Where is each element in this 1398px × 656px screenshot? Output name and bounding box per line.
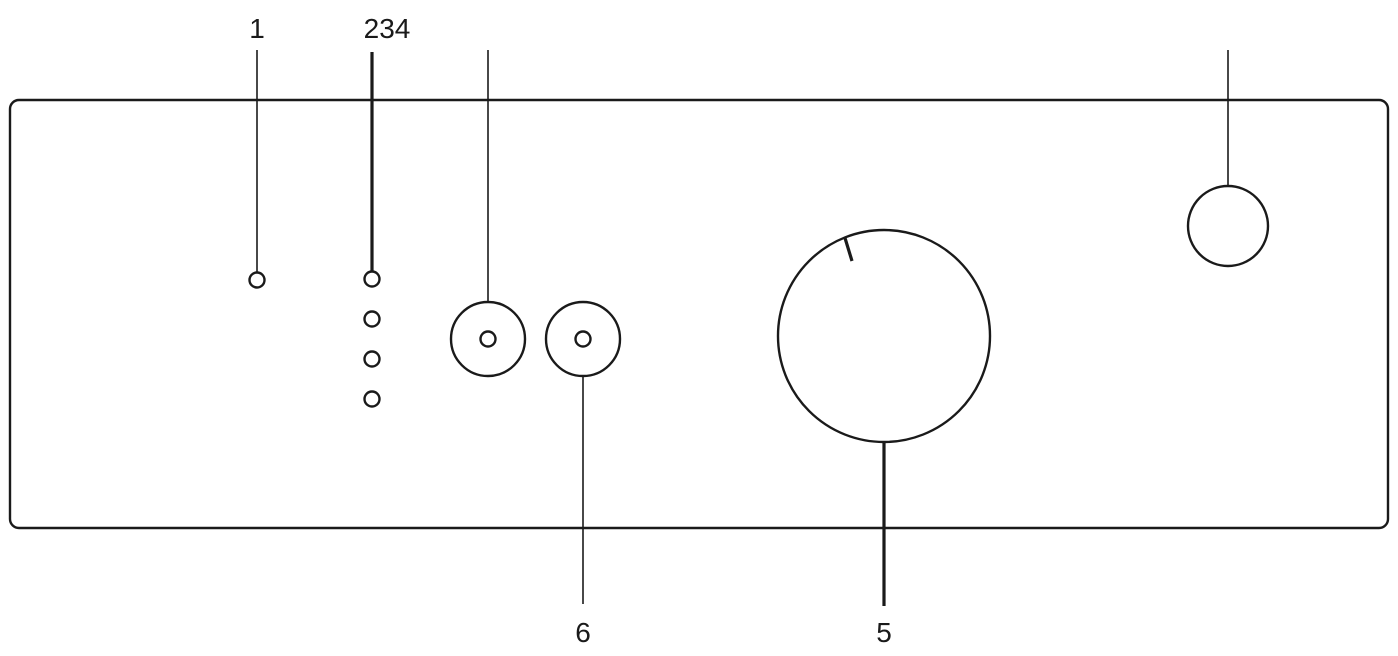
indicator-led-4 [363, 390, 381, 408]
jack-right-inner [574, 330, 592, 348]
jack-right-outer [544, 300, 622, 378]
volume-knob [776, 228, 992, 444]
jack-left-inner [479, 330, 497, 348]
callout-label-234: 234 [364, 13, 411, 44]
jack-left-outer [449, 300, 527, 378]
power-button [1186, 184, 1270, 268]
callout-label-6: 6 [575, 617, 591, 648]
callout-label-1: 1 [249, 13, 265, 44]
volume-knob-marker [843, 237, 854, 262]
front-panel-outline [8, 98, 1390, 530]
indicator-led-2 [363, 310, 381, 328]
callout-label-5: 5 [876, 617, 892, 648]
power-indicator-led [248, 271, 266, 289]
indicator-led-3 [363, 350, 381, 368]
indicator-led-1 [363, 270, 381, 288]
